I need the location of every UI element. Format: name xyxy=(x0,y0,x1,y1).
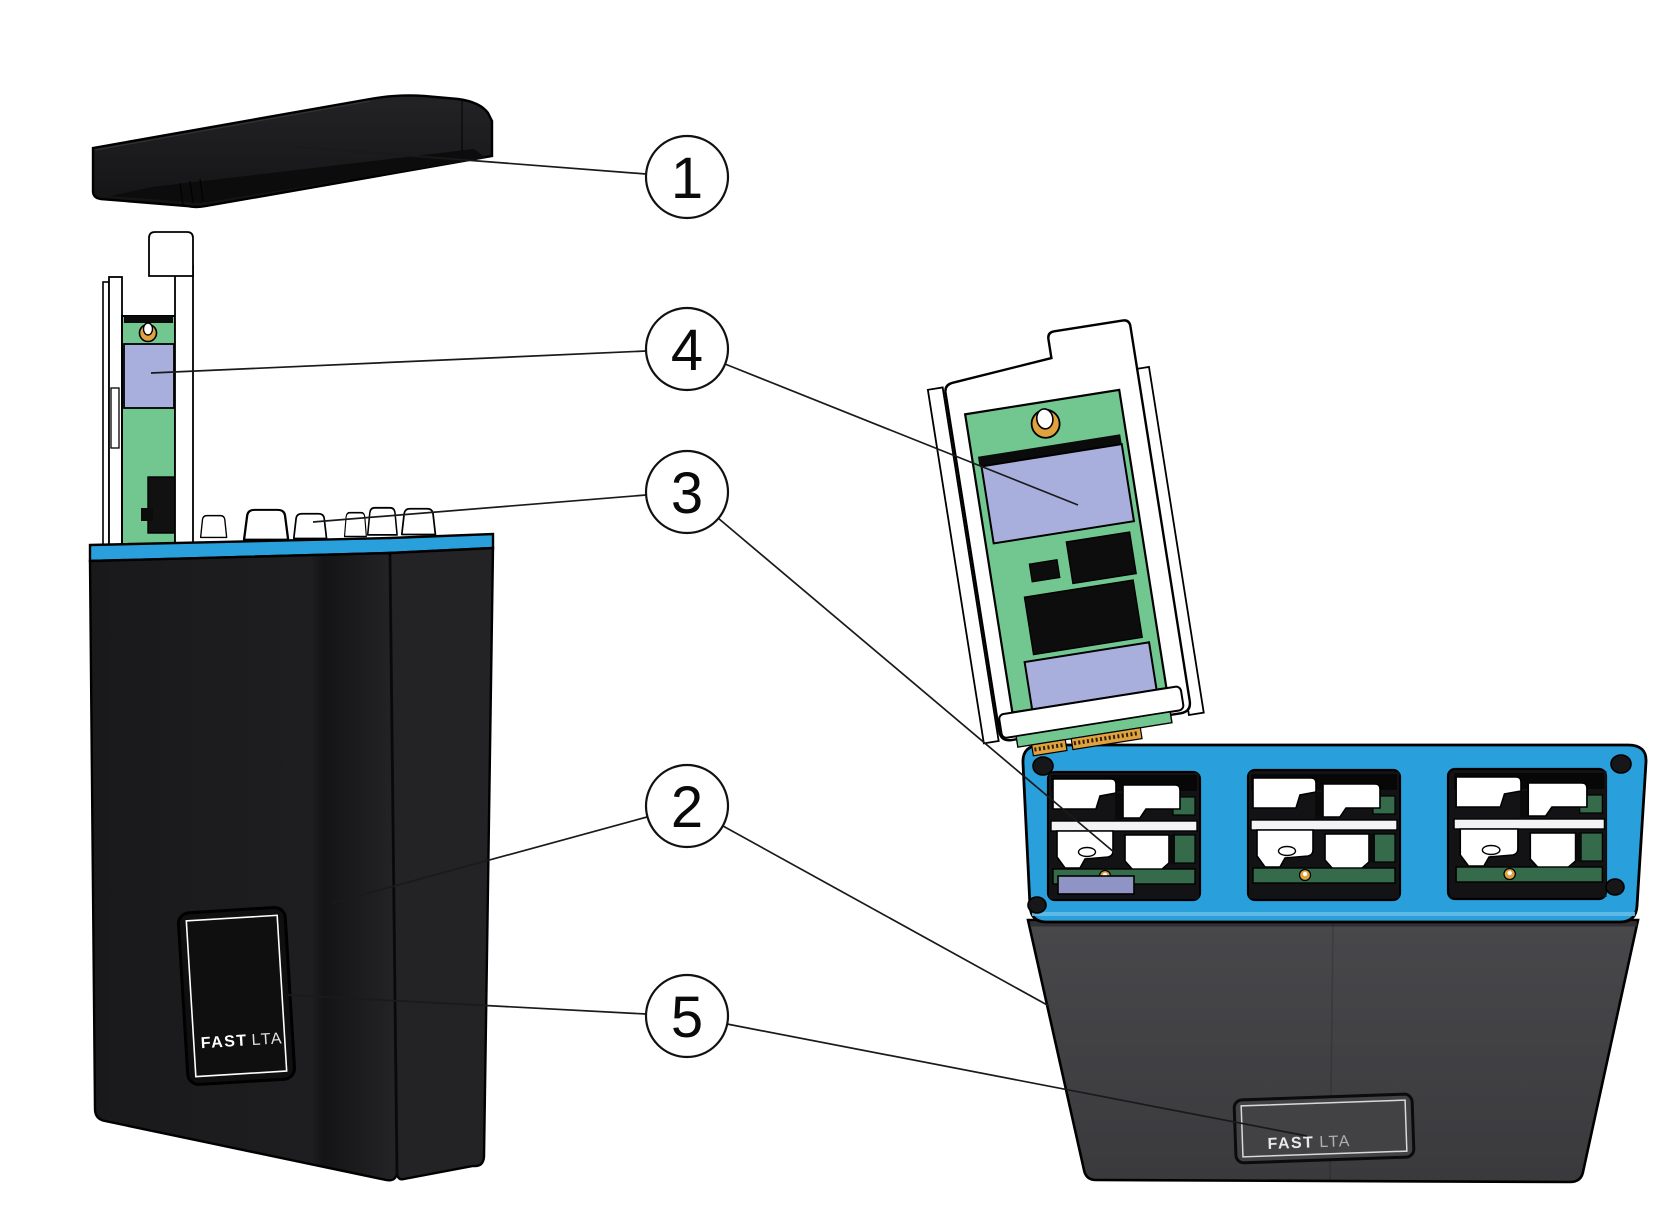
leader-line-5b xyxy=(726,1023,1308,1137)
edge-connector xyxy=(1030,727,1143,757)
screw-hole xyxy=(1027,896,1047,914)
leader-lines xyxy=(150,146,1308,1137)
callout-1: 1 xyxy=(644,134,730,220)
cassette-front-face xyxy=(88,551,399,1182)
leader-line-4b xyxy=(724,363,1079,506)
ssd-module-large xyxy=(926,319,1205,757)
controller-chip xyxy=(147,476,177,534)
controller-chip xyxy=(1065,531,1137,585)
callout-1-number: 1 xyxy=(671,146,703,211)
leader-line-3a xyxy=(312,494,647,523)
leader-line-4a xyxy=(150,350,647,374)
dram-chip xyxy=(1023,579,1144,656)
screw-hole xyxy=(1605,878,1625,896)
module-slot-1 xyxy=(1046,770,1202,902)
callout-5: 5 xyxy=(644,973,730,1059)
leader-line-5a xyxy=(287,994,647,1015)
nand-chip xyxy=(123,343,175,409)
callout-5-number: 5 xyxy=(671,985,703,1050)
nand-chip xyxy=(980,443,1136,545)
callout-3: 3 xyxy=(644,449,730,535)
screw-hole xyxy=(1032,756,1054,776)
leader-line-3b xyxy=(717,517,1116,854)
module-top-tabs xyxy=(199,506,437,541)
callout-2: 2 xyxy=(644,763,730,849)
leader-line-2a xyxy=(331,816,648,904)
callouts: 1 4 3 2 5 xyxy=(644,134,730,1059)
leader-line-1 xyxy=(296,146,647,175)
tray-front-face xyxy=(1026,918,1640,1184)
callout-4: 4 xyxy=(644,306,730,392)
cassette-lid xyxy=(91,94,494,209)
module-slot-2 xyxy=(1246,768,1402,902)
callout-4-number: 4 xyxy=(671,318,703,383)
module-handle xyxy=(148,231,194,277)
ssd-module-small xyxy=(102,231,194,559)
callout-2-number: 2 xyxy=(671,775,703,840)
lid-underside xyxy=(110,149,486,203)
screw-hole xyxy=(1610,754,1632,774)
leader-line-2b xyxy=(722,825,1050,1007)
callout-3-number: 3 xyxy=(671,461,703,526)
module-slot-3 xyxy=(1446,767,1608,901)
